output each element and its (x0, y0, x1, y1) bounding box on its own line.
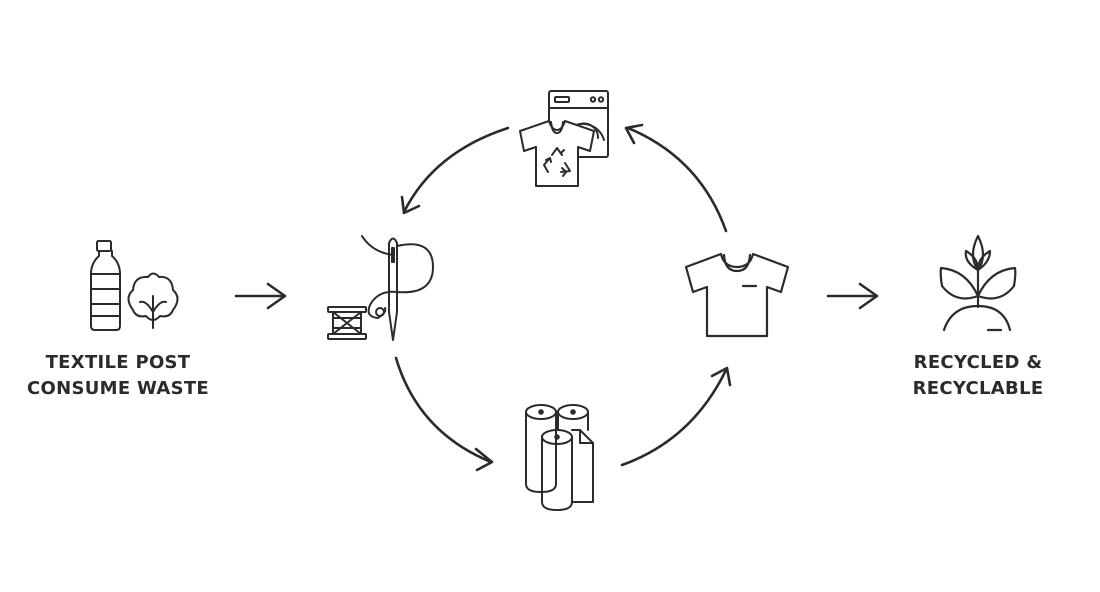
output-label: RECYCLED & RECYCLABLE (868, 350, 1088, 402)
arrow-right-icon (234, 282, 287, 310)
needle-thread-spool-icon (327, 235, 434, 341)
fabric-rolls-icon (525, 404, 594, 511)
cycle-arrow-shirt-to-wash (624, 123, 728, 233)
output-label-line2: RECYCLABLE (912, 378, 1044, 399)
output-label-line1: RECYCLED & (913, 352, 1043, 373)
input-label-line1: TEXTILE POST (45, 352, 191, 373)
cotton-flower-icon (127, 272, 179, 329)
input-label: TEXTILE POST CONSUME WASTE (8, 350, 228, 402)
cycle-arrow-fabric-to-shirt (620, 366, 732, 467)
cycle-arrow-wash-to-sewing (400, 126, 510, 215)
arrow-right-icon (826, 282, 879, 310)
tshirt-icon (684, 252, 790, 338)
sprouting-plant-icon (939, 234, 1017, 332)
plastic-bottle-icon (90, 240, 121, 331)
cycle-arrow-sewing-to-fabric (394, 356, 494, 472)
input-label-line2: CONSUME WASTE (26, 378, 210, 399)
washing-machine-recycled-shirt-icon (519, 90, 609, 187)
